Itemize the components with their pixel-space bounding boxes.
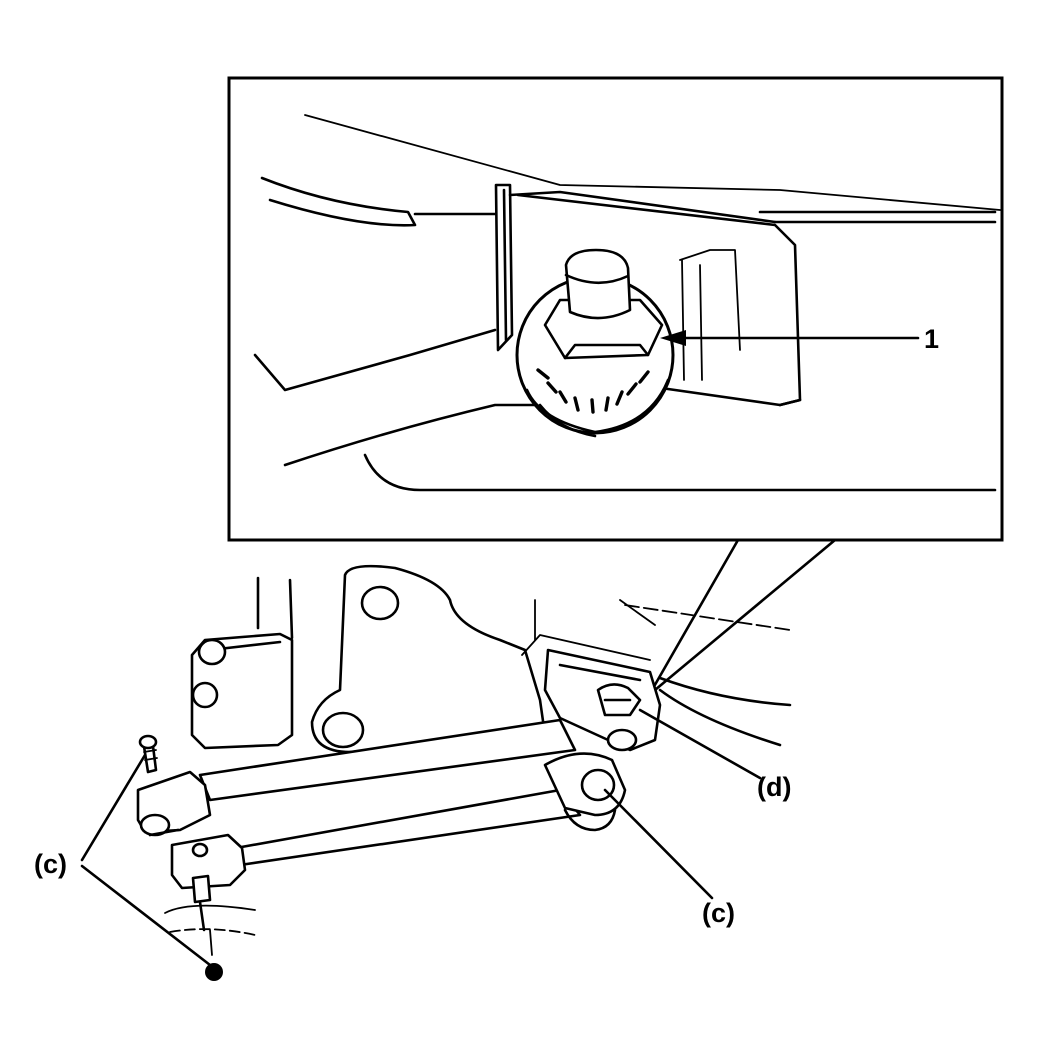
leader-item-1 bbox=[660, 330, 920, 346]
inset-connector-lines bbox=[650, 538, 837, 692]
leader-lines bbox=[80, 708, 762, 967]
outer-upper-bushing bbox=[136, 770, 212, 837]
outer-upper-bolt bbox=[138, 734, 158, 774]
lower-lateral-link bbox=[234, 788, 582, 867]
cam-scale-ticks bbox=[536, 368, 650, 414]
subframe-bracket bbox=[310, 564, 547, 754]
inset-bracket bbox=[494, 183, 777, 352]
inset-body-panels bbox=[253, 114, 1001, 492]
detail-inset: 1 bbox=[227, 76, 1004, 542]
callout-1: 1 bbox=[924, 324, 939, 354]
frame-members bbox=[190, 576, 294, 750]
callout-c-left: (c) bbox=[34, 849, 67, 879]
rear-bracket bbox=[543, 648, 662, 752]
callout-c-right: (c) bbox=[702, 898, 735, 928]
outer-lower-bolt bbox=[164, 874, 256, 981]
inset-bolt-nut bbox=[543, 248, 664, 360]
callout-d: (d) bbox=[757, 772, 791, 802]
outer-lower-bushing bbox=[170, 833, 247, 890]
main-assembly: (c) (d) (c) bbox=[34, 564, 792, 981]
body-lines bbox=[521, 599, 792, 747]
